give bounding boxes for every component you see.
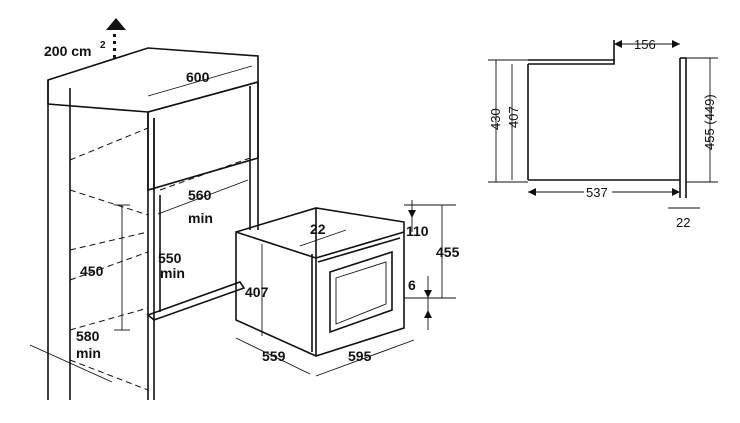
body-depth-label: 537 — [586, 185, 608, 200]
front-22-dimline — [299, 229, 347, 247]
width-595-dimline — [315, 339, 415, 377]
oven-drawing — [235, 207, 405, 357]
niche-height-label: 450 — [80, 263, 104, 279]
vent-indicator — [106, 18, 126, 58]
depth-559-dimline — [235, 337, 311, 375]
oven-top-offset-label: 110 — [406, 223, 429, 239]
cabinet-depth-label: 580 — [76, 328, 100, 344]
top-offset-label: 156 — [634, 37, 656, 52]
front-thickness-label: 22 — [676, 215, 690, 230]
niche-height-alt-note: min — [160, 265, 185, 281]
niche-height-alt-label: 550 — [158, 250, 182, 266]
vent-area-label: 200 cm — [44, 43, 91, 59]
niche-depth-label: 560 — [188, 187, 212, 203]
depth-560-dimline — [157, 179, 249, 215]
oven-height-label: 407 — [245, 284, 269, 300]
depth-580-dimline — [29, 344, 113, 383]
oven-front-depth-label: 22 — [310, 221, 326, 237]
niche-depth-note: min — [188, 210, 213, 226]
oven-depth-label: 559 — [262, 348, 286, 364]
cabinet-depth-note: min — [76, 345, 101, 361]
niche-width-label: 600 — [186, 69, 210, 85]
side-view-drawing — [527, 40, 687, 198]
height-inner-label: 407 — [506, 106, 521, 128]
height-outer-label: 430 — [488, 108, 503, 130]
oven-gap-label: 6 — [408, 277, 416, 293]
oven-width-label: 595 — [348, 348, 372, 364]
cabinet-drawing — [47, 47, 259, 400]
vent-area-sup: 2 — [100, 40, 106, 51]
width-600-dimline — [147, 65, 253, 97]
height-front-label: 455 (449) — [702, 94, 717, 150]
oven-total-height-label: 455 — [436, 244, 460, 260]
